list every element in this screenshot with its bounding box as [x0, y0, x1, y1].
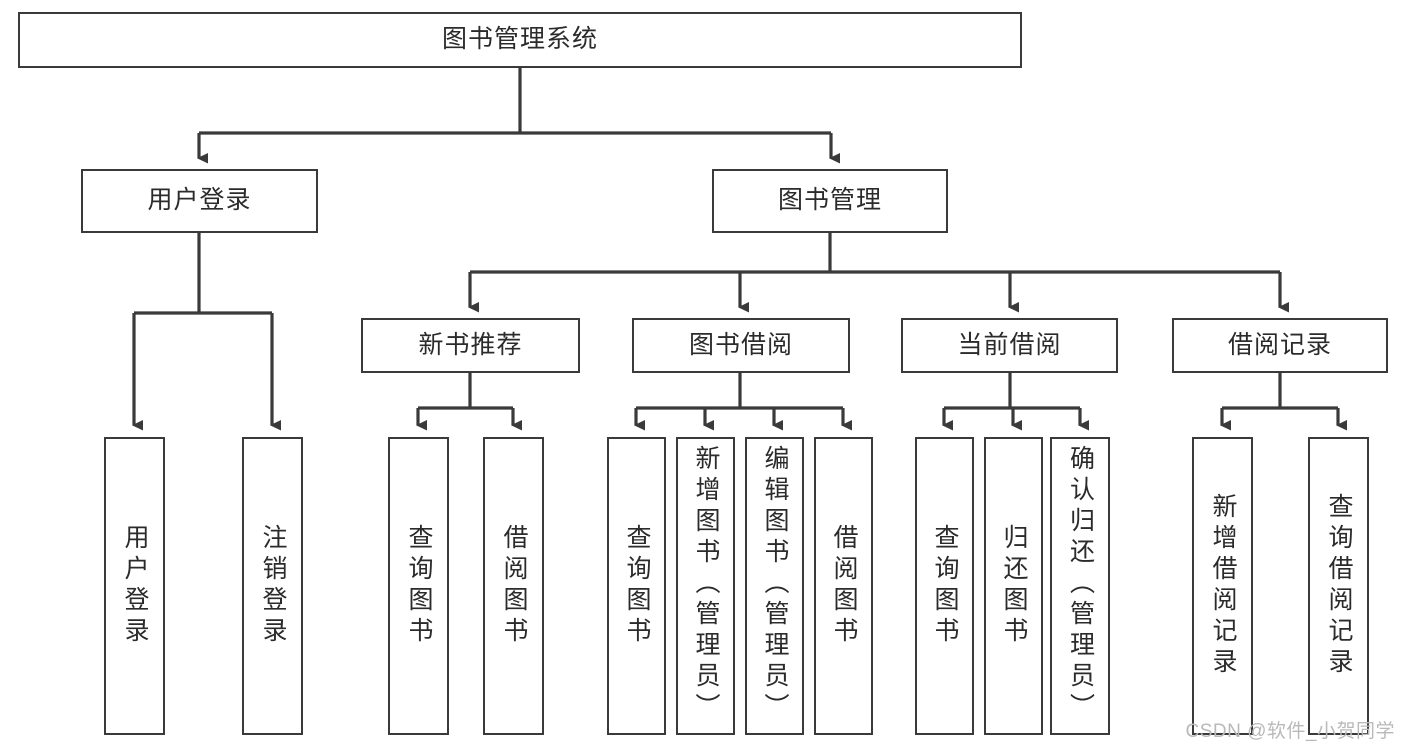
leaf-user-logout[interactable]: 注销登录: [242, 437, 303, 735]
node-label: 图书借阅: [688, 330, 793, 359]
leaf-return-book[interactable]: 归还图书: [984, 437, 1043, 735]
node-book-borrow[interactable]: 图书借阅: [632, 318, 850, 373]
leaf-add-borrow-record[interactable]: 新增借阅记录: [1192, 437, 1253, 735]
leaf-user-login[interactable]: 用户登录: [104, 437, 165, 735]
node-user-login[interactable]: 用户登录: [81, 169, 318, 233]
node-label: 借阅记录: [1227, 330, 1332, 359]
leaf-confirm-return-admin[interactable]: 确认归还（管理员）: [1050, 437, 1110, 735]
node-label: 查询借阅记录: [1325, 493, 1353, 679]
node-label: 归还图书: [1000, 524, 1028, 648]
leaf-query-book-borrow[interactable]: 查询图书: [607, 437, 666, 735]
node-current-borrow[interactable]: 当前借阅: [901, 318, 1118, 373]
node-label: 注销登录: [259, 524, 287, 648]
leaf-borrow-book-recommend[interactable]: 借阅图书: [483, 437, 544, 735]
node-label: 查询图书: [931, 524, 959, 648]
node-label: 新书推荐: [418, 330, 523, 359]
node-borrow-record[interactable]: 借阅记录: [1172, 318, 1388, 373]
node-new-book-recommend[interactable]: 新书推荐: [361, 318, 580, 373]
node-label: 查询图书: [623, 524, 651, 648]
node-label: 编辑图书（管理员）: [761, 445, 789, 724]
node-label: 借阅图书: [830, 524, 858, 648]
node-label: 确认归还（管理员）: [1066, 445, 1095, 724]
node-label: 图书管理系统: [441, 25, 598, 54]
node-label: 新增借阅记录: [1209, 493, 1237, 679]
node-label: 借阅图书: [500, 524, 528, 648]
node-label: 用户登录: [147, 186, 252, 215]
node-label: 图书管理: [777, 186, 882, 215]
node-root-system[interactable]: 图书管理系统: [18, 12, 1022, 68]
leaf-edit-book-admin[interactable]: 编辑图书（管理员）: [745, 437, 804, 735]
leaf-query-book-current[interactable]: 查询图书: [915, 437, 974, 735]
node-label: 用户登录: [121, 524, 149, 648]
node-book-manage[interactable]: 图书管理: [712, 169, 948, 233]
node-label: 新增图书（管理员）: [692, 445, 720, 724]
node-label: 查询图书: [405, 524, 433, 648]
leaf-query-borrow-record[interactable]: 查询借阅记录: [1308, 437, 1369, 735]
leaf-add-book-admin[interactable]: 新增图书（管理员）: [676, 437, 735, 735]
leaf-borrow-book[interactable]: 借阅图书: [814, 437, 873, 735]
leaf-query-book-recommend[interactable]: 查询图书: [388, 437, 449, 735]
node-label: 当前借阅: [957, 330, 1062, 359]
